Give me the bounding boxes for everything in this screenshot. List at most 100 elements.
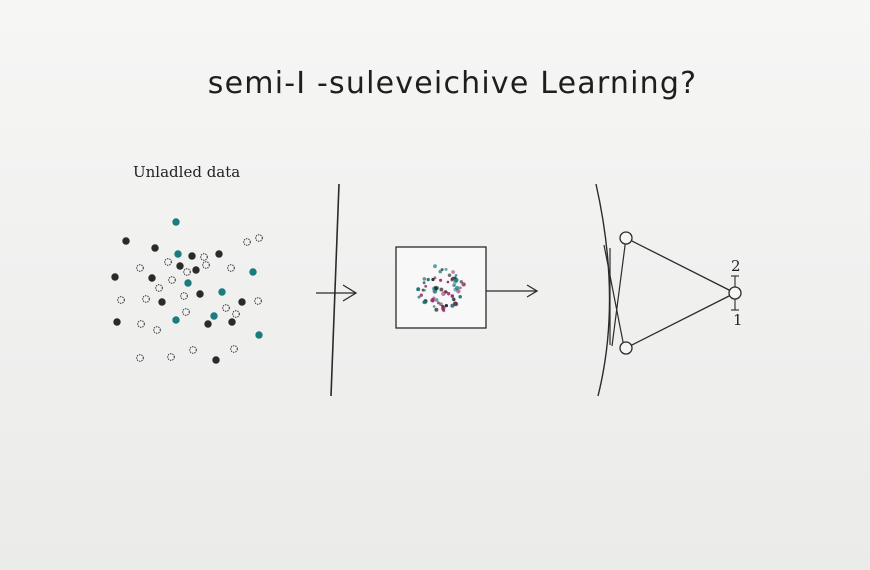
- diagram-title: semi-I -suleveichive Learning?: [207, 66, 698, 101]
- data-point: [113, 318, 121, 326]
- data-point: [137, 320, 145, 328]
- sphere-point: [422, 300, 426, 304]
- data-point: [238, 298, 246, 306]
- sphere-point: [451, 270, 455, 274]
- sphere-point: [461, 282, 466, 287]
- data-point: [182, 308, 190, 316]
- data-point: [210, 312, 218, 320]
- sphere-point: [434, 307, 439, 312]
- data-point: [180, 292, 188, 300]
- data-point: [254, 297, 262, 305]
- data-point: [215, 250, 223, 258]
- mixed-data-sphere: [416, 264, 466, 313]
- sphere-point: [452, 283, 456, 287]
- sphere-point: [439, 278, 443, 282]
- data-point: [151, 244, 159, 252]
- sphere-point: [446, 280, 450, 284]
- sphere-point: [444, 290, 448, 294]
- sphere-point: [434, 298, 439, 302]
- sphere-point: [453, 279, 458, 284]
- sphere-point: [447, 273, 452, 278]
- data-point: [188, 252, 196, 260]
- model-box: [395, 246, 487, 329]
- sphere-point: [422, 277, 427, 281]
- sphere-point: [439, 287, 444, 292]
- sphere-point: [456, 289, 461, 294]
- data-point: [153, 326, 161, 334]
- unlabeled-data-cluster: [111, 218, 263, 364]
- sphere-point: [439, 302, 443, 307]
- curved-boundary: [595, 183, 611, 397]
- separator-line-left: [330, 183, 340, 397]
- sphere-point: [431, 277, 435, 282]
- data-point: [230, 345, 238, 353]
- sphere-point: [438, 269, 443, 274]
- sphere-point: [455, 285, 460, 291]
- graph-node-top: [619, 231, 633, 245]
- data-point: [148, 274, 156, 282]
- data-point: [255, 234, 263, 242]
- data-point: [172, 316, 180, 324]
- graph-node-right: [728, 286, 742, 300]
- sphere-point: [458, 294, 462, 299]
- data-point: [158, 298, 166, 306]
- sphere-point: [433, 285, 438, 290]
- data-point: [168, 276, 176, 284]
- sphere-point: [454, 273, 458, 277]
- data-point: [136, 264, 144, 272]
- sphere-point: [453, 276, 457, 280]
- sphere-point: [419, 293, 423, 297]
- data-point: [142, 295, 150, 303]
- data-point: [204, 320, 212, 328]
- data-point: [196, 290, 204, 298]
- sphere-point: [416, 287, 421, 292]
- sphere-point: [432, 289, 438, 294]
- data-point: [174, 250, 182, 258]
- data-point: [136, 354, 144, 362]
- sphere-point: [424, 284, 428, 288]
- sphere-point: [447, 292, 451, 296]
- sphere-point: [444, 303, 449, 308]
- sphere-point: [422, 281, 426, 285]
- arrow-into-model: [316, 284, 358, 302]
- sphere-point: [433, 264, 437, 269]
- data-point: [243, 238, 251, 246]
- data-point: [164, 258, 172, 266]
- sphere-point: [432, 305, 436, 308]
- data-point: [189, 346, 197, 354]
- data-point: [202, 261, 210, 269]
- data-point: [232, 310, 240, 318]
- data-point: [184, 279, 192, 287]
- sphere-point: [444, 267, 448, 271]
- data-point: [227, 264, 235, 272]
- data-point: [200, 253, 208, 261]
- data-point: [228, 318, 236, 326]
- node-label-2: 2: [731, 257, 741, 275]
- sphere-point: [417, 295, 421, 299]
- sphere-point: [450, 294, 455, 298]
- data-point: [167, 353, 175, 361]
- unlabeled-data-label: Unladled data: [133, 163, 241, 181]
- arrow-out-of-model: [486, 284, 539, 298]
- sphere-point: [458, 286, 462, 290]
- data-point: [172, 218, 180, 226]
- sphere-point: [441, 305, 446, 311]
- data-point: [249, 268, 257, 276]
- data-point: [176, 262, 184, 270]
- graph-node-bottom: [619, 341, 633, 355]
- data-point: [155, 284, 163, 292]
- data-point: [222, 304, 230, 312]
- data-point: [192, 266, 200, 274]
- node-label-1: 1: [733, 311, 743, 329]
- sphere-point: [436, 301, 440, 305]
- sphere-point: [426, 277, 430, 282]
- sphere-point: [423, 289, 427, 292]
- graph-network: [595, 183, 742, 397]
- sphere-point: [452, 302, 457, 307]
- data-point: [218, 288, 226, 296]
- sphere-point: [430, 298, 435, 303]
- sphere-point: [459, 280, 464, 284]
- data-point: [212, 356, 220, 364]
- data-point: [111, 273, 119, 281]
